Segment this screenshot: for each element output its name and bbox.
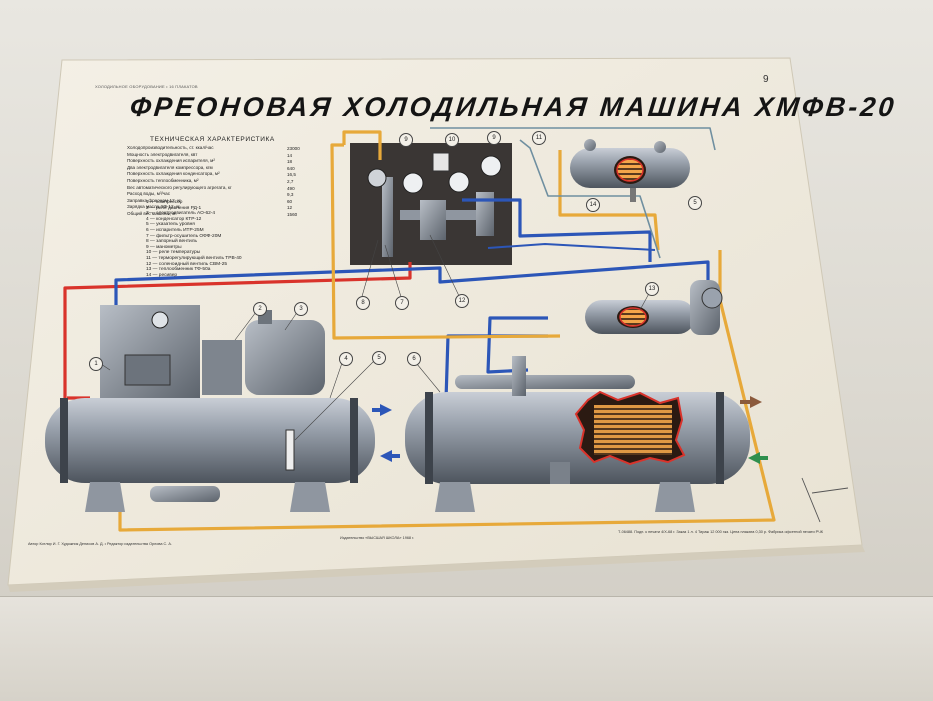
manometer-9b: [448, 171, 470, 193]
pipe-blue-main: [114, 260, 710, 305]
pencil-mark: [801, 477, 849, 523]
legend-item: 6 — испаритель ИТР-25М: [146, 228, 204, 233]
arrow-water-in: [380, 450, 392, 462]
spec-label: Холодопроизводительность, ст. ккал/час: [127, 145, 214, 150]
legend-item: 4 — конденсатор КТР-12: [146, 216, 202, 222]
solenoid-valve-12: [420, 200, 446, 240]
callout-label: 13: [645, 282, 659, 296]
spec-heading: ТЕХНИЧЕСКАЯ ХАРАКТЕРИСТИКА: [150, 136, 275, 143]
spec-label: Заправка фреоном-12, кг: [127, 197, 181, 203]
poster-subtitle: ХОЛОДИЛЬНОЕ ОБОРУДОВАНИЕ • 16 ПЛАКАТОВ: [95, 84, 198, 89]
desk-shelf: [0, 596, 933, 701]
footer-publisher: Издательство «ВЫСШАЯ ШКОЛА» 1968 г.: [340, 536, 415, 540]
pipe-blue-hx: [486, 316, 548, 374]
legend-item: 10 — реле температуры: [146, 250, 201, 256]
callout-label: 12: [455, 294, 469, 308]
condenser-4: [45, 398, 375, 483]
legend-item: 11 — терморегулирующий вентиль ТРВ-40: [146, 256, 242, 261]
spec-value: 18: [287, 159, 293, 165]
valve-handwheel: [367, 168, 387, 188]
legend-item: 14 — ресивер: [146, 272, 178, 278]
evaporator-6: [405, 392, 750, 484]
thermo-relay-10: [432, 152, 450, 172]
legend-item: 12 — соленоидный вентиль СВМ-25: [146, 261, 228, 267]
arrow-brine-in: [748, 452, 760, 464]
legend-item: 3 — электродвигатель АО-62-4: [146, 211, 216, 217]
callout-label: 11: [532, 131, 546, 145]
legend-item: 2 — реле давления РД-1: [146, 205, 202, 211]
spec-label: Зарядка масла ХФ-12, кг: [127, 204, 180, 210]
callout-label: 10: [445, 133, 459, 147]
spec-value: 12: [287, 205, 293, 211]
callout-label: 5: [372, 351, 386, 365]
callout-label: 3: [294, 302, 308, 316]
legend-item: 5 — указатель уровня: [146, 222, 195, 228]
filter-dryer-7: [382, 177, 393, 257]
spec-label: Вес автоматического регулирующего агрега…: [127, 184, 232, 190]
expansion-valve-11: [476, 192, 494, 236]
legend-item: 9 — манометры: [146, 244, 182, 250]
legend-item: 7 — фильтр-осушитель ОФФ-20М: [146, 233, 222, 239]
spec-label: Расход воды, м³/час: [127, 191, 171, 197]
arrow-brine-out: [750, 396, 762, 408]
footer-authors: Автор Котляр И. Г. Художник Денисов А. Д…: [28, 542, 172, 546]
spec-value: 1560: [287, 212, 298, 217]
pipe-thin-gray: [430, 127, 716, 151]
spec-label: Поверхность теплообменника, м²: [127, 178, 199, 183]
callout-label: 4: [339, 352, 353, 366]
callout-label: 9: [487, 131, 501, 145]
level-gauge-5: [285, 429, 295, 471]
motor-3: [245, 320, 325, 395]
spec-label: Два электродвигателя компрессора, кгм: [127, 164, 213, 170]
poster-edge: [8, 545, 865, 592]
callout-label: 7: [395, 296, 409, 310]
spec-label: Поверхность охлаждения испарителя, м²: [127, 158, 215, 164]
spec-value: 2,7: [287, 179, 294, 184]
pipe-yellow-outer: [118, 250, 776, 532]
manometer-9a: [402, 172, 424, 194]
callout-label: 6: [407, 352, 421, 366]
spec-value: 23000: [287, 146, 300, 151]
spec-label: Поверхность охлаждения конденсатора, м²: [127, 171, 220, 177]
pipe-yellow-top: [342, 130, 382, 160]
callout-label: 5: [688, 196, 702, 210]
poster-title: ФРЕОНОВАЯ ХОЛОДИЛЬНАЯ МАШИНА ХМФВ-20: [128, 92, 899, 122]
footer-print: Т-06488. Подп. к печати 4/X-68 г. Заказ …: [618, 530, 823, 534]
callout-label: 14: [586, 198, 600, 212]
callout-label: 1: [89, 357, 103, 371]
page-number: 9: [763, 74, 769, 85]
coupling-guard: [202, 340, 242, 395]
callout-label: 9: [399, 133, 413, 147]
callout-label: 8: [356, 296, 370, 310]
spec-value: 16,5: [287, 172, 296, 178]
spec-value: 490: [287, 185, 295, 191]
pipe-network: [63, 127, 776, 532]
spec-label: Общий вес машины, кг: [127, 211, 176, 216]
spec-value: 9,3: [287, 192, 294, 198]
spec-label: Мощность электродвигателя, квт: [127, 151, 198, 157]
spec-value: 640: [287, 165, 295, 171]
manometer-9c: [480, 155, 502, 177]
spec-value: 60: [287, 198, 293, 204]
spec-value: 14: [287, 152, 293, 158]
legend-item: 1 — компрессор: [146, 200, 183, 205]
compressor-1: [100, 305, 200, 400]
legend-item: 13 — теплообменник ТФ-50а: [146, 267, 211, 273]
arrow-water-out: [380, 404, 392, 416]
bottom-valve-assembly: [150, 486, 220, 502]
callout-label: 2: [253, 302, 267, 316]
legend-item: 8 — запорный вентиль: [146, 239, 198, 245]
